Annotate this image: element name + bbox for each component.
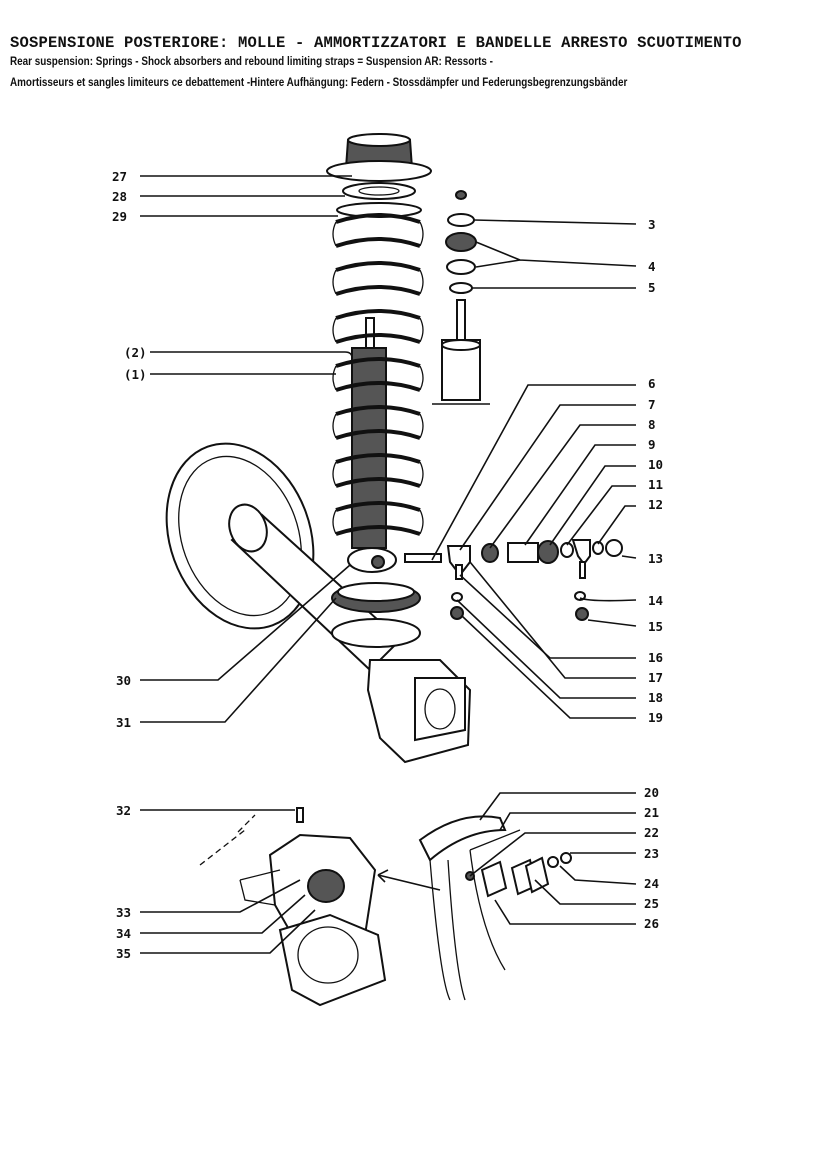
callout-4: 4: [648, 259, 656, 274]
callout-labels: 27 28 29 (2) (1) 3 4 5 6 7 8 9 10 11 12 …: [112, 169, 663, 961]
axle-flange-illustration: [165, 442, 472, 764]
callout-15: 15: [648, 619, 663, 634]
callout-21: 21: [644, 805, 659, 820]
callout-35: 35: [116, 946, 131, 961]
callout-32: 32: [116, 803, 131, 818]
callout-31: 31: [116, 715, 131, 730]
callout-13: 13: [648, 551, 663, 566]
callout-14: 14: [648, 593, 663, 608]
callout-16: 16: [648, 650, 663, 665]
callout-28: 28: [112, 189, 127, 204]
callout-24: 24: [644, 876, 659, 891]
callout-1-parenthesized: (1): [124, 367, 147, 382]
callout-17: 17: [648, 670, 663, 685]
callout-6: 6: [648, 376, 656, 391]
callout-2-parenthesized: (2): [124, 345, 147, 360]
coil-spring: [332, 213, 424, 536]
callout-19: 19: [648, 710, 663, 725]
shock-absorber-top-illustration: [432, 190, 490, 405]
callout-10: 10: [648, 457, 663, 472]
bolt-bushing-row-illustration: [404, 539, 623, 621]
callout-27: 27: [112, 169, 127, 184]
callout-23: 23: [644, 846, 659, 861]
rebound-strap-bracket-illustration: [199, 807, 441, 1007]
callout-11: 11: [648, 477, 663, 492]
subtitle-line-1: Rear suspension: Springs - Shock absorbe…: [10, 56, 493, 68]
callout-18: 18: [648, 690, 663, 705]
callout-22: 22: [644, 825, 659, 840]
callout-30: 30: [116, 673, 131, 688]
callout-34: 34: [116, 926, 131, 941]
callout-12: 12: [648, 497, 663, 512]
callout-20: 20: [644, 785, 659, 800]
callout-3: 3: [648, 217, 656, 232]
callout-29: 29: [112, 209, 127, 224]
body-bracket-illustration: [418, 815, 572, 1001]
callout-26: 26: [644, 916, 659, 931]
page-title: SOSPENSIONE POSTERIORE: MOLLE - AMMORTIZ…: [10, 34, 742, 52]
subtitle-line-2: Amortisseurs et sangles limiteurs ce deb…: [10, 77, 628, 89]
callout-8: 8: [648, 417, 656, 432]
callout-33: 33: [116, 905, 131, 920]
callout-7: 7: [648, 397, 656, 412]
callout-9: 9: [648, 437, 656, 452]
callout-25: 25: [644, 896, 659, 911]
spring-assembly-illustration: [326, 133, 432, 573]
callout-5: 5: [648, 280, 656, 295]
leader-lines: [140, 175, 637, 954]
